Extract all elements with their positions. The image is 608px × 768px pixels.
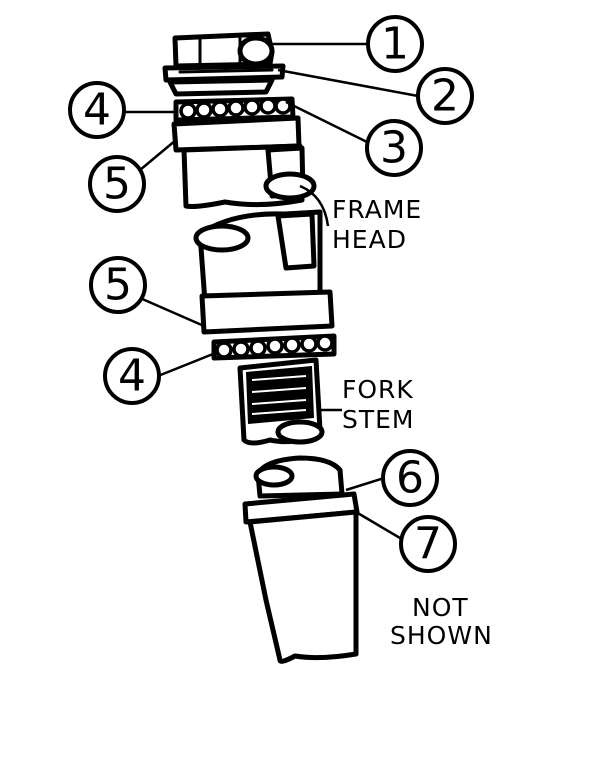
callout-7-number: 7 [414, 519, 442, 570]
callout-6-number: 6 [396, 453, 424, 504]
lower-ball-bearings [211, 333, 337, 361]
label-stem: STEM [342, 405, 415, 434]
lower-head-cup [199, 289, 335, 335]
callout-4-upper: 4 [68, 81, 126, 139]
leader-lines [122, 42, 419, 540]
callout-4-upper-number: 4 [83, 85, 111, 136]
callout-2: 2 [416, 67, 474, 125]
label-not: NOT [412, 593, 469, 622]
callout-1-number: 1 [381, 19, 409, 70]
fork-stem [237, 357, 325, 446]
callout-5-upper: 5 [88, 155, 146, 213]
crown-race [253, 455, 345, 499]
callout-5-lower-number: 5 [104, 260, 132, 311]
label-shown: SHOWN [390, 621, 493, 650]
callout-4-lower: 4 [103, 347, 161, 405]
callout-3: 3 [365, 119, 423, 177]
callout-6: 6 [381, 449, 439, 507]
upper-ball-bearings [173, 96, 296, 123]
callout-3-number: 3 [380, 123, 408, 174]
callout-2-number: 2 [431, 71, 459, 122]
callout-5-upper-number: 5 [103, 159, 131, 210]
fork-crown [242, 491, 360, 664]
callout-5-lower: 5 [89, 256, 147, 314]
lock-washer [162, 63, 286, 83]
label-frame: FRAME [332, 195, 422, 224]
frame-head-tube [193, 209, 323, 305]
callout-7: 7 [399, 515, 457, 573]
lock-nut [172, 31, 275, 69]
callout-1: 1 [366, 15, 424, 73]
adjusting-cone [167, 77, 275, 97]
label-fork: FORK [342, 375, 414, 404]
label-head: HEAD [332, 225, 407, 254]
upper-head-cup [171, 115, 317, 209]
callout-4-lower-number: 4 [118, 351, 146, 402]
